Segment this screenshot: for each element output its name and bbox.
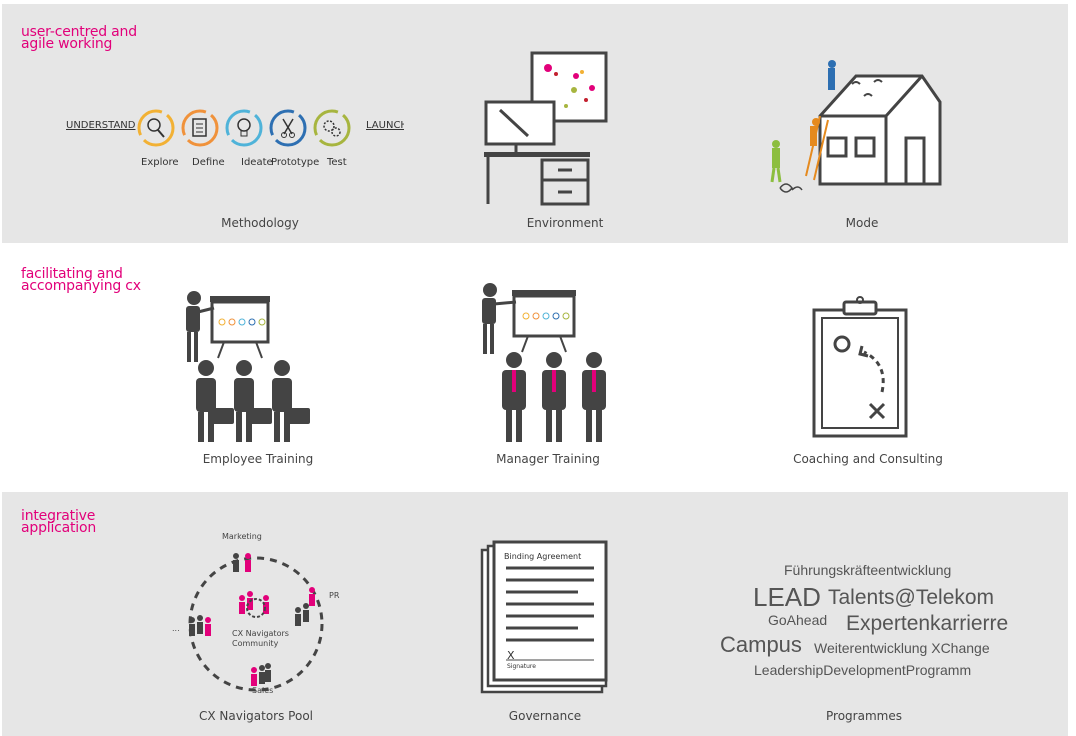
pool-label-community: CX Navigators Community [232,629,289,649]
caption-governance: Governance [425,709,665,723]
programme-expertenkarrierre: Expertenkarrierre [846,612,1008,636]
programme-lead: LEAD [753,582,821,613]
section-facilitating-cx: facilitating and accompanying cx Employe… [2,248,1068,489]
section-title: facilitating and accompanying cx [21,268,141,292]
methodology-diagram: UNDERSTAND LAUNCH [62,100,407,170]
step-explore: Explore [141,157,179,168]
section-title: integrative application [21,510,96,534]
signature-label: Signature [507,663,536,670]
programme-fuehrungskraefteentwicklung: Führungskräfteentwicklung [784,562,951,578]
programme-campus: Campus [720,632,802,658]
ideate-icon [227,111,261,145]
programme-talents-telekom: Talents@Telekom [828,586,994,610]
programmes-word-cloud: Führungskräfteentwicklung LEAD Talents@T… [702,552,1042,692]
caption-environment: Environment [445,216,685,230]
pool-label-more: ... [172,624,180,633]
caption-employee-training: Employee Training [138,452,378,466]
mode-house-icon [762,56,946,200]
understand-label: UNDERSTAND [66,120,135,131]
document-title: Binding Agreement [504,552,581,561]
prototype-icon [271,111,305,145]
launch-label: LAUNCH [366,120,404,131]
pool-label-pr: PR [329,591,339,600]
employee-training-icon [178,288,318,444]
define-icon [183,111,217,145]
caption-cx-navigators-pool: CX Navigators Pool [136,709,376,723]
signature-mark: X [507,649,515,662]
step-ideate: Ideate [241,157,273,168]
caption-programmes: Programmes [744,709,984,723]
step-define: Define [192,157,225,168]
pool-label-marketing: Marketing [222,532,262,541]
pool-circle-diagram [174,538,334,698]
section-title: user-centred and agile working [21,26,137,50]
pool-label-sales: Sales [252,686,273,695]
step-test: Test [327,157,347,168]
step-prototype: Prototype [271,157,319,168]
caption-mode: Mode [742,216,982,230]
coaching-clipboard-icon [810,296,912,440]
explore-icon [139,111,173,145]
governance-document-icon [478,538,612,694]
caption-methodology: Methodology [140,216,380,230]
programme-weiterentwicklung-xchange: Weiterentwicklung XChange [814,640,990,656]
manager-training-icon [478,282,618,444]
method-cycle-icons [136,106,366,150]
section-agile-working: user-centred and agile working UNDERSTAN… [2,4,1068,243]
programme-leadership-development: LeadershipDevelopmentProgramm [754,662,971,678]
environment-icon [478,50,614,206]
caption-manager-training: Manager Training [428,452,668,466]
section-integrative-application: integrative application Marketing PR Sal… [2,492,1068,736]
programme-goahead: GoAhead [768,612,827,628]
test-icon [315,111,349,145]
caption-coaching-consulting: Coaching and Consulting [748,452,988,466]
